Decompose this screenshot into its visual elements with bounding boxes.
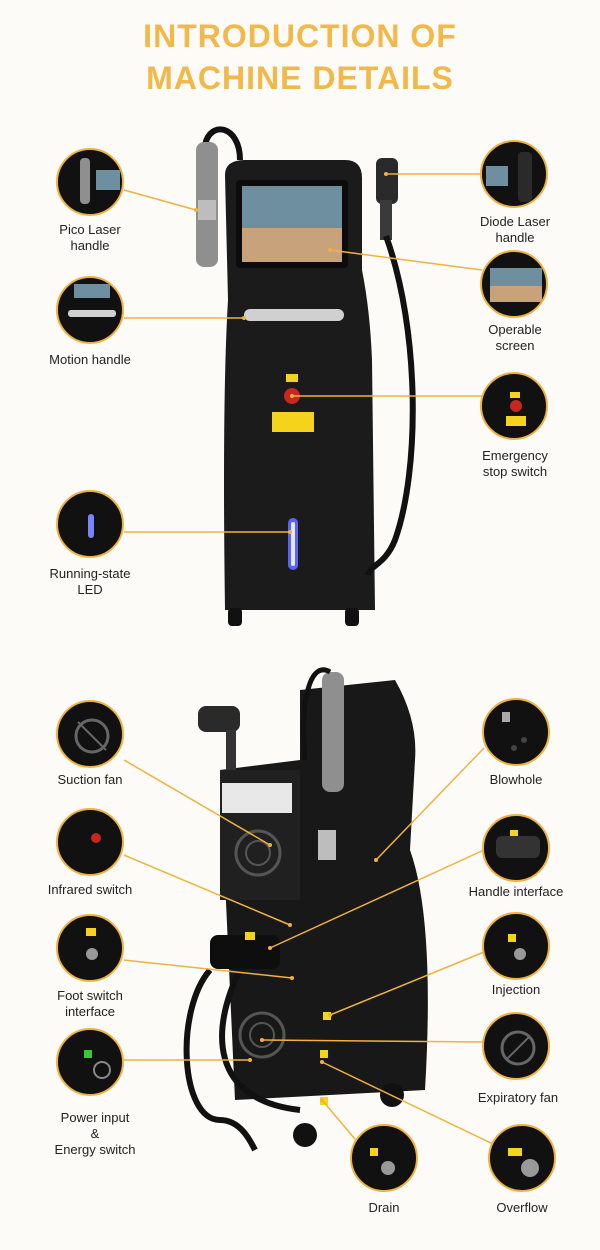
diode-laser-handle-thumbnail	[480, 140, 548, 208]
infrared-switch-thumbnail	[56, 808, 124, 876]
expiratory-fan-label: Expiratory fan	[477, 1090, 559, 1105]
page-title-line-2: MACHINE DETAILS	[146, 60, 454, 96]
page-title-line-1: INTRODUCTION OF	[143, 18, 457, 54]
overflow-label: Overflow	[496, 1200, 548, 1215]
motion-handle-label: Motion handle	[49, 352, 131, 367]
operable-screen-thumbnail	[480, 250, 548, 318]
running-state-led-thumbnail	[56, 490, 124, 558]
injection-thumbnail	[482, 912, 550, 980]
handle-interface-thumbnail	[482, 814, 550, 882]
blowhole-label: Blowhole	[489, 772, 543, 787]
power-input-label: Power input&Energy switch	[54, 1110, 136, 1157]
drain-thumbnail	[350, 1124, 418, 1192]
blowhole-thumbnail	[482, 698, 550, 766]
handle-interface-label: Handle interface	[468, 884, 564, 899]
motion-handle-thumbnail	[56, 276, 124, 344]
foot-switch-interface-thumbnail	[56, 914, 124, 982]
suction-fan-label: Suction fan	[57, 772, 123, 787]
injection-label: Injection	[491, 982, 541, 997]
infrared-switch-label: Infrared switch	[47, 882, 133, 897]
expiratory-fan-thumbnail	[482, 1012, 550, 1080]
suction-fan-thumbnail	[56, 700, 124, 768]
pico-laser-handle-thumbnail	[56, 148, 124, 216]
front-machine-image	[196, 126, 416, 626]
overflow-thumbnail	[488, 1124, 556, 1192]
emergency-stop-switch-thumbnail	[480, 372, 548, 440]
drain-label: Drain	[368, 1200, 400, 1215]
power-input-thumbnail	[56, 1028, 124, 1096]
